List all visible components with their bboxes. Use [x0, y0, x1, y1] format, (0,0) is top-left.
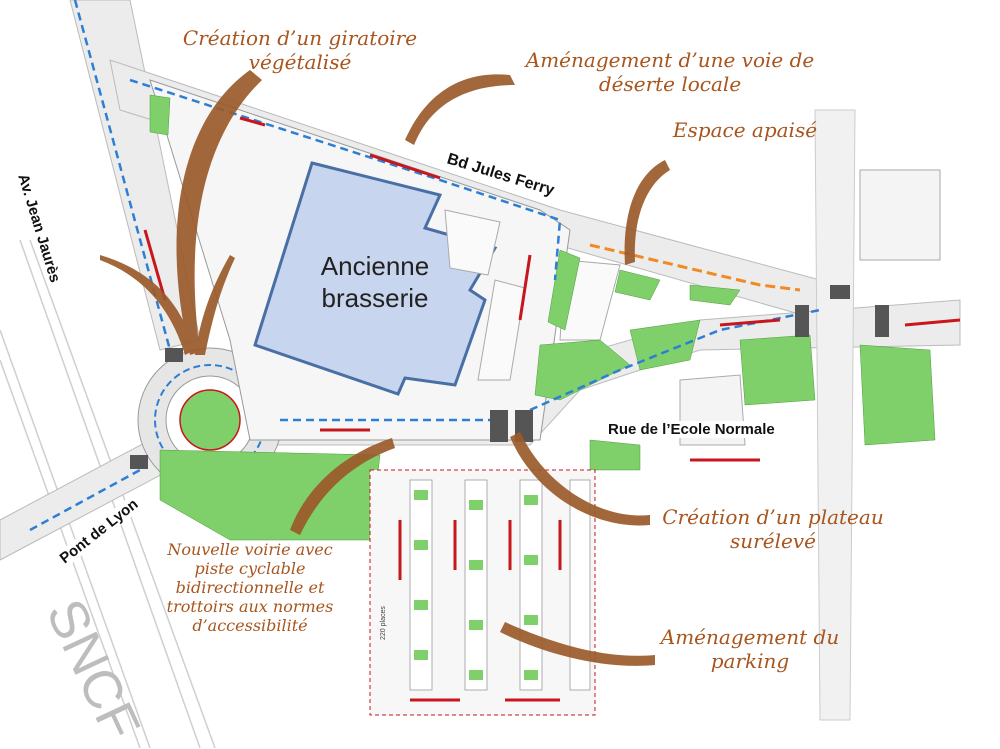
green-spaces — [149, 94, 936, 541]
arrow-giratoire-3 — [195, 255, 235, 355]
callout-nouvelle-voirie-line4: trottoirs aux normes — [166, 597, 334, 616]
parking-area — [369, 469, 596, 716]
building-label-line1: Ancienne — [320, 251, 430, 281]
callout-espace-apaise: Espace apaisé — [665, 118, 825, 142]
espace-apaise-path — [589, 243, 801, 292]
callout-voie-desserte-line2: déserte locale — [598, 72, 742, 96]
arrow-giratoire-2 — [100, 255, 195, 355]
building-label: Ancienne brasserie — [305, 250, 445, 314]
arrow-plateau — [510, 432, 650, 526]
callout-nouvelle-voirie-line5: d’accessibilité — [192, 616, 308, 635]
callout-giratoire-line1: Création d’un giratoire — [182, 26, 418, 50]
callout-nouvelle-voirie-line2: piste cyclable — [194, 559, 306, 578]
callout-voie-desserte-line1: Aménagement d’une voie de — [525, 48, 815, 72]
building-label-line2: brasserie — [321, 283, 429, 313]
arrow-giratoire-1 — [176, 70, 262, 355]
callout-parking-line2: parking — [710, 649, 790, 673]
arrow-espace-apaise — [624, 160, 670, 265]
callout-espace-apaise-line1: Espace apaisé — [672, 118, 818, 142]
callout-nouvelle-voirie: Nouvelle voirie avec piste cyclable bidi… — [150, 540, 350, 635]
callout-plateau-line1: Création d’un plateau — [662, 505, 884, 529]
traffic-arrows — [143, 116, 961, 702]
callout-voie-desserte: Aménagement d’une voie de déserte locale — [520, 48, 820, 96]
callout-parking: Aménagement du parking — [650, 625, 850, 673]
callout-giratoire-line2: végétalisé — [248, 50, 352, 74]
arrow-parking — [500, 622, 655, 666]
callout-parking-line1: Aménagement du — [660, 625, 840, 649]
crosswalks — [130, 285, 889, 469]
parking-places-label: 220 places — [380, 606, 387, 640]
street-label-ecole-normale: Rue de l’Ecole Normale — [606, 421, 777, 438]
road-east — [814, 109, 856, 721]
callout-plateau-line2: surélevé — [730, 529, 816, 553]
callout-plateau: Création d’un plateau surélevé — [648, 505, 898, 553]
callout-nouvelle-voirie-line1: Nouvelle voirie avec — [167, 540, 333, 559]
callout-giratoire: Création d’un giratoire végétalisé — [170, 26, 430, 74]
callout-arrows — [100, 70, 670, 666]
callout-nouvelle-voirie-line3: bidirectionnelle et — [175, 578, 325, 597]
ancienne-brasserie-building — [253, 161, 498, 396]
arrow-voie-desserte — [405, 74, 515, 145]
arrow-nouvelle-voirie — [290, 438, 395, 535]
